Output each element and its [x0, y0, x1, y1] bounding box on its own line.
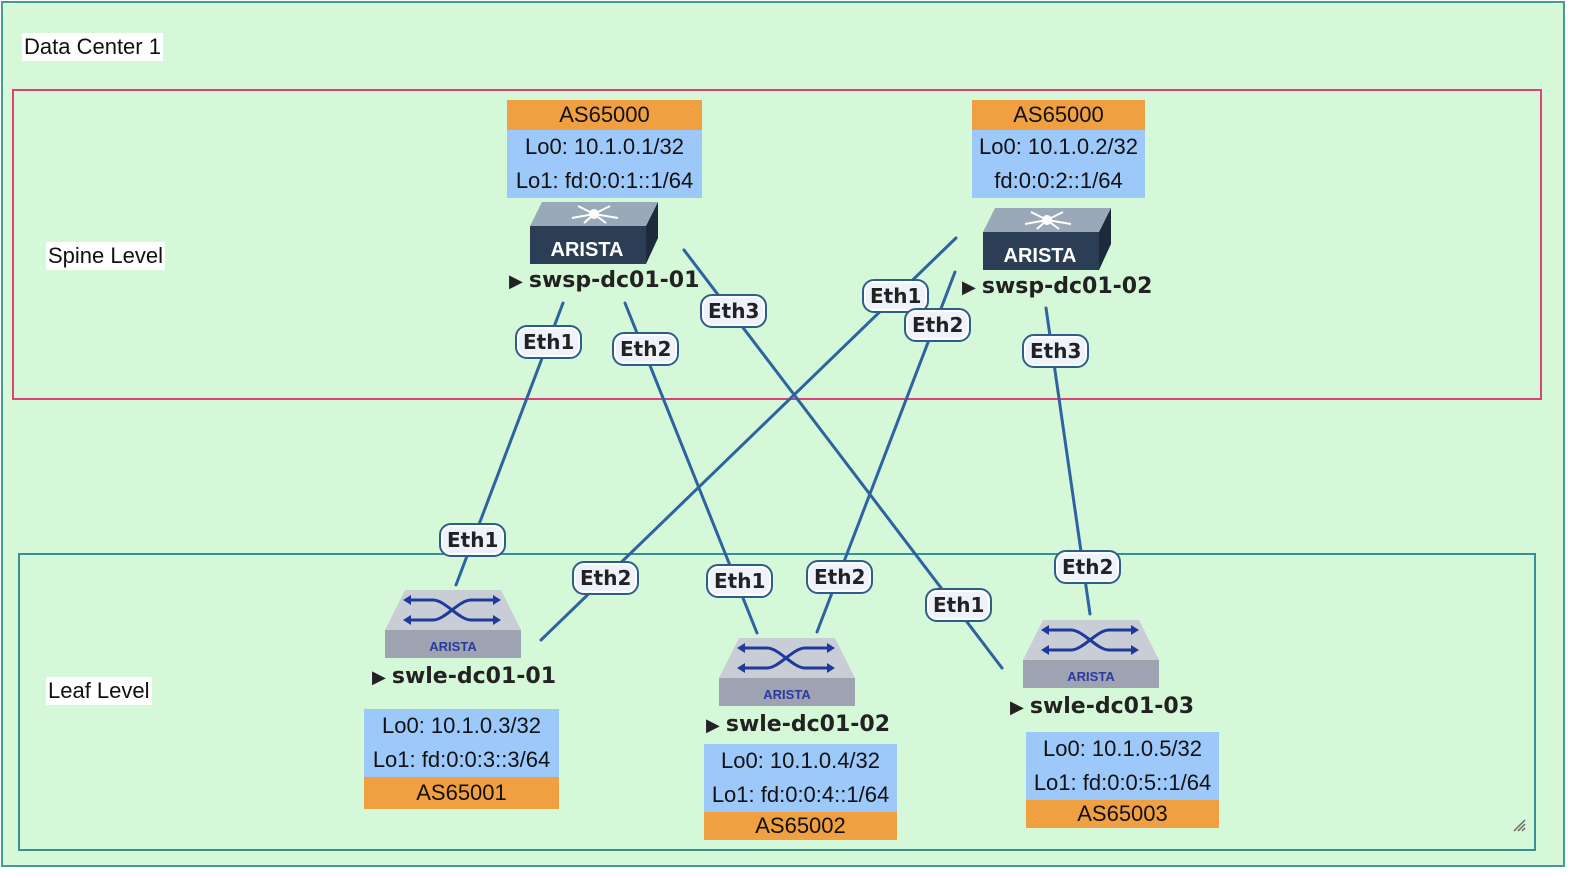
- spine2-vendor-logo: ARISTA: [1004, 245, 1077, 267]
- leaf3-ip-block: Lo0: 10.1.0.5/32 Lo1: fd:0:0:5::1/64: [1026, 732, 1219, 800]
- leaf1-vendor-logo: ARISTA: [429, 639, 477, 654]
- leaf-switch-icon[interactable]: ARISTA: [1021, 618, 1161, 690]
- spine1-ip-block: Lo0: 10.1.0.1/32 Lo1: fd:0:0:1::1/64: [507, 130, 702, 198]
- data-center-title: Data Center 1: [22, 33, 163, 61]
- spine1-lo0: Lo0: 10.1.0.1/32: [524, 134, 685, 159]
- spine2-lo1: fd:0:0:2::1/64: [994, 168, 1123, 193]
- port-label-l3-eth1[interactable]: Eth1: [925, 588, 993, 622]
- leaf2-hostname[interactable]: ▶swle-dc01-02: [706, 712, 891, 737]
- spine1-hostname[interactable]: ▶swsp-dc01-01: [509, 268, 700, 293]
- port-label-sp1-eth1[interactable]: Eth1: [515, 325, 583, 359]
- spine1-lo1: Lo1: fd:0:0:1::1/64: [515, 168, 694, 193]
- leaf3-lo1: Lo1: fd:0:0:5::1/64: [1033, 770, 1212, 795]
- data-center-container[interactable]: [1, 1, 1565, 867]
- port-label-l2-eth1[interactable]: Eth1: [706, 564, 774, 598]
- port-label-sp2-eth1[interactable]: Eth1: [862, 279, 930, 313]
- spine2-hostname[interactable]: ▶swsp-dc01-02: [962, 274, 1153, 299]
- expand-triangle-icon[interactable]: ▶: [962, 277, 976, 298]
- port-label-sp2-eth3[interactable]: Eth3: [1022, 334, 1090, 368]
- port-label-l3-eth2[interactable]: Eth2: [1054, 550, 1122, 584]
- port-label-sp1-eth3[interactable]: Eth3: [700, 294, 768, 328]
- leaf-level-label: Leaf Level: [46, 677, 152, 705]
- leaf-level-group[interactable]: [18, 553, 1536, 851]
- leaf1-ip-block: Lo0: 10.1.0.3/32 Lo1: fd:0:0:3::3/64: [364, 709, 559, 777]
- leaf3-hostname[interactable]: ▶swle-dc01-03: [1010, 694, 1195, 719]
- leaf2-lo1: Lo1: fd:0:0:4::1/64: [711, 782, 890, 807]
- spine-level-label: Spine Level: [46, 242, 165, 270]
- leaf1-as-tag: AS65001: [364, 777, 559, 809]
- port-label-sp2-eth2[interactable]: Eth2: [904, 308, 972, 342]
- leaf-switch-icon[interactable]: ARISTA: [383, 588, 523, 660]
- leaf2-as-tag: AS65002: [704, 812, 897, 840]
- expand-triangle-icon[interactable]: ▶: [372, 667, 386, 688]
- expand-triangle-icon[interactable]: ▶: [706, 715, 720, 736]
- expand-triangle-icon[interactable]: ▶: [509, 271, 523, 292]
- leaf2-ip-block: Lo0: 10.1.0.4/32 Lo1: fd:0:0:4::1/64: [704, 744, 897, 812]
- port-label-l1-eth1[interactable]: Eth1: [439, 523, 507, 557]
- spine-switch-icon[interactable]: ARISTA: [981, 206, 1113, 272]
- leaf1-lo1: Lo1: fd:0:0:3::3/64: [372, 747, 551, 772]
- spine1-vendor-logo: ARISTA: [551, 239, 624, 261]
- leaf3-vendor-logo: ARISTA: [1067, 669, 1115, 684]
- spine-switch-icon[interactable]: ARISTA: [528, 200, 660, 266]
- leaf2-lo0: Lo0: 10.1.0.4/32: [720, 748, 881, 773]
- spine2-ip-block: Lo0: 10.1.0.2/32 fd:0:0:2::1/64: [972, 130, 1145, 198]
- expand-triangle-icon[interactable]: ▶: [1010, 697, 1024, 718]
- port-label-sp1-eth2[interactable]: Eth2: [612, 332, 680, 366]
- spine2-lo0: Lo0: 10.1.0.2/32: [978, 134, 1139, 159]
- leaf1-lo0: Lo0: 10.1.0.3/32: [381, 713, 542, 738]
- leaf2-vendor-logo: ARISTA: [763, 687, 811, 702]
- leaf3-lo0: Lo0: 10.1.0.5/32: [1042, 736, 1203, 761]
- leaf3-as-tag: AS65003: [1026, 800, 1219, 828]
- port-label-l2-eth2[interactable]: Eth2: [806, 560, 874, 594]
- leaf1-hostname[interactable]: ▶swle-dc01-01: [372, 664, 557, 689]
- spine2-as-tag: AS65000: [972, 100, 1145, 130]
- port-label-l1-eth2[interactable]: Eth2: [572, 561, 640, 595]
- spine-level-group[interactable]: [12, 89, 1542, 400]
- spine1-as-tag: AS65000: [507, 100, 702, 130]
- leaf-switch-icon[interactable]: ARISTA: [717, 636, 857, 708]
- resize-handle-icon[interactable]: [1512, 818, 1526, 832]
